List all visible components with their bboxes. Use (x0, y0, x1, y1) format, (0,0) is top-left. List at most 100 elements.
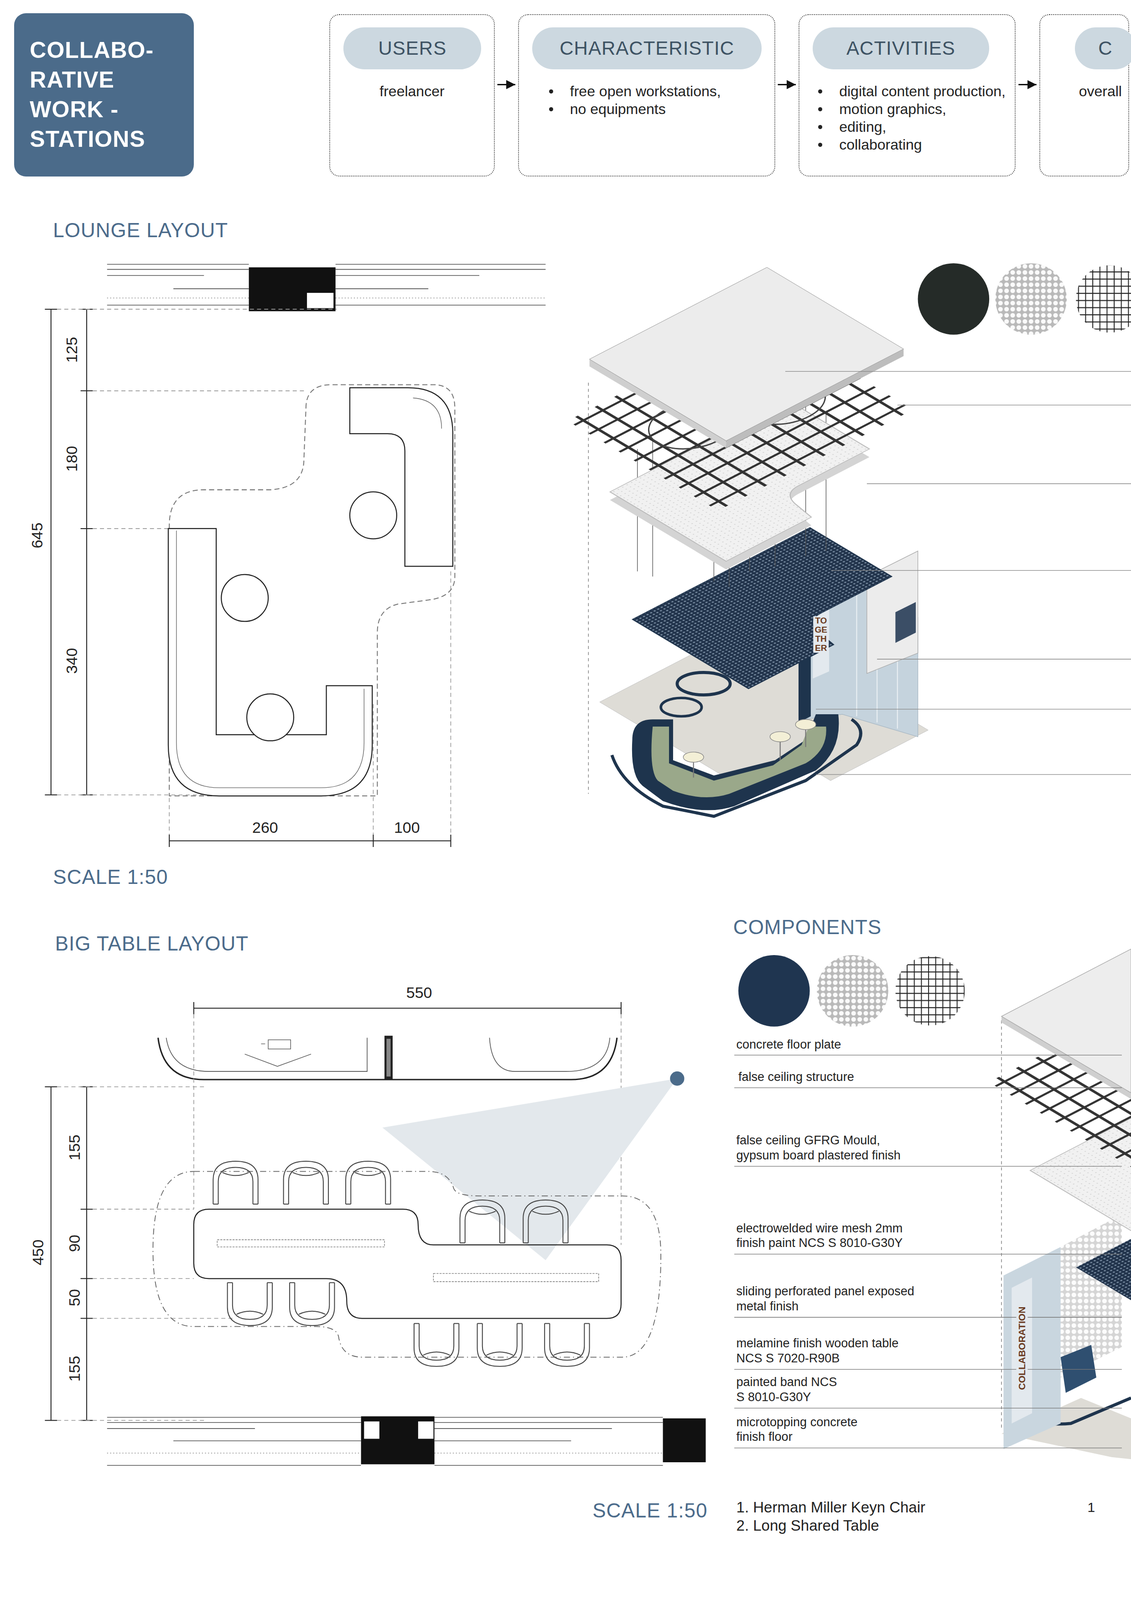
box-text: motion graphics, (839, 100, 1008, 119)
lounge-plan-part (413, 398, 442, 429)
section-heading: SCALE 1:50 (52, 865, 168, 890)
dimension-label: 550 (406, 982, 433, 1002)
dimension-label: 180 (62, 446, 81, 473)
callout-label: 2. Long Shared Table (736, 1516, 880, 1536)
callout-label: sliding perforated panel exposed metal f… (736, 1284, 919, 1314)
heading-pill: USERS (343, 27, 482, 70)
big-table-exploded-axonometric-part (1011, 1277, 1033, 1424)
lounge-exploded-axonometric-part (693, 724, 806, 778)
big-table-plan-part (289, 1282, 335, 1326)
big-table-plan-part (217, 1239, 385, 1247)
box-text: freelancer (340, 82, 484, 101)
big-table-exploded-axonometric-part (1001, 949, 1131, 1093)
callout-label: 1. Herman Miller Keyn Chair (736, 1498, 926, 1517)
big-table-exploded-axonometric-part-part (1030, 1078, 1131, 1240)
big-table-plan-part (227, 1282, 273, 1326)
lounge-exploded-axonometric-part (683, 752, 704, 763)
big-table-plan-part (158, 1037, 618, 1080)
section-heading: LOUNGE LAYOUT (52, 218, 229, 243)
lounge-exploded-axonometric-part (632, 527, 927, 689)
big-table-exploded-axonometric (734, 949, 1131, 1460)
big-table-plan-part (193, 1208, 622, 1318)
big-table-plan-part (544, 1323, 590, 1367)
flow-arrow (497, 83, 516, 86)
pill-heading: C (1098, 38, 1113, 58)
dimension-label: 90 (65, 1234, 84, 1252)
box-text: collaborating (839, 135, 1008, 154)
dimension-label: 340 (62, 648, 81, 675)
info-box: digital content production,motion graphi… (798, 14, 1016, 177)
big-table-exploded-axonometric-part (1003, 1246, 1061, 1449)
big-table-plan-part (477, 1323, 523, 1367)
lounge-exploded-axonometric-part (588, 382, 590, 794)
box-text: no equipments (570, 100, 768, 119)
dimension-label: 50 (65, 1288, 84, 1307)
big-table-plan-part (212, 1161, 258, 1204)
big-table-plan-part (361, 1416, 435, 1464)
big-table-plan-part (663, 1418, 706, 1463)
material-swatches-part (816, 954, 889, 1027)
lounge-plan-part (249, 267, 336, 312)
big-table-exploded-axonometric-part (1060, 1344, 1097, 1393)
lounge-plan-part (349, 387, 453, 567)
material-swatches-part (1075, 265, 1131, 333)
box-text: editing, (839, 118, 1008, 136)
big-table-plan-part (382, 1078, 678, 1261)
material-swatches-part (995, 263, 1068, 335)
big-table-plan-part (418, 1421, 434, 1439)
heading-pill: CHARACTERISTIC (532, 27, 762, 70)
title: COLLABO- RATIVE WORK - STATIONS (29, 35, 185, 155)
lounge-plan-part (221, 574, 269, 622)
big-table-plan-part (386, 1038, 391, 1077)
lounge-exploded-axonometric-part (677, 672, 731, 695)
lounge-exploded-axonometric-part (785, 371, 1131, 775)
lounge-exploded-axonometric-part-part (589, 267, 904, 441)
section-heading: SCALE 1:50 (592, 1498, 708, 1523)
callout-label: 1 (1087, 1499, 1095, 1516)
lounge-exploded-axonometric-part (660, 697, 702, 716)
section-heading: COMPONENTS (733, 914, 882, 940)
big-table-exploded-axonometric-part (1030, 1078, 1131, 1240)
big-table-plan-part (523, 1199, 568, 1243)
lounge-plan (44, 264, 546, 847)
lounge-plan-part (246, 693, 294, 741)
lounge-plan-part (176, 530, 364, 788)
flow-arrow (1018, 83, 1037, 86)
big-table-plan-part (345, 1161, 391, 1204)
heading-pill: C (1074, 27, 1131, 70)
lounge-exploded-axonometric-part (795, 719, 816, 730)
big-table-plan-part (384, 1035, 393, 1080)
material-swatches-part (895, 955, 965, 1026)
lounge-exploded-axonometric-part (589, 267, 904, 441)
lounge-plan-part (168, 528, 373, 796)
box-text: overall (1079, 82, 1121, 101)
info-box: free open workstations,no equipmentsCHAR… (518, 14, 776, 177)
dimension-label: 155 (65, 1134, 84, 1161)
callout-label: electrowelded wire mesh 2mm finish paint… (736, 1220, 919, 1251)
dimension-label: 260 (252, 817, 279, 837)
lounge-exploded-axonometric-part (632, 714, 840, 810)
lounge-plan-part (349, 491, 397, 539)
pill-heading: USERS (378, 38, 447, 58)
material-swatches-part (918, 263, 990, 335)
info-box: freelancer USERS (329, 14, 495, 177)
pill-heading: ACTIVITIES (846, 38, 956, 58)
lounge-exploded-axonometric-part (895, 601, 916, 643)
big-table-plan-part (669, 1071, 685, 1086)
lounge-exploded-axonometric-part-part (632, 527, 927, 689)
callout-label: false ceiling structure (738, 1069, 855, 1085)
big-table-plan-part (433, 1273, 599, 1282)
box-text: digital content production, (839, 82, 1008, 101)
lounge-exploded-axonometric-part (651, 726, 826, 798)
big-table-exploded-axonometric-part (734, 1054, 1122, 1448)
dimension-label: 125 (62, 337, 81, 364)
info-box: overall C (1039, 14, 1130, 177)
heading-pill: ACTIVITIES (812, 27, 990, 70)
callout-label: microtopping concrete finish floor (736, 1414, 874, 1445)
section-heading: BIG TABLE LAYOUT (55, 931, 249, 956)
big-table-plan-part (283, 1161, 329, 1204)
callout-label: painted band NCS S 8010-G30Y (736, 1374, 846, 1405)
dimension-label: 645 (27, 522, 47, 549)
dimension-label: 450 (28, 1239, 47, 1266)
